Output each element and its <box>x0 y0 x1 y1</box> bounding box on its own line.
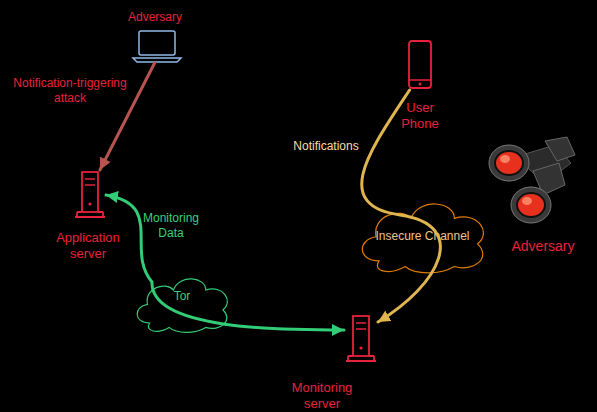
server-slot <box>356 328 366 330</box>
phone-node: User Phone <box>407 40 433 90</box>
binocular-barrel <box>511 187 551 223</box>
server-base <box>346 356 376 361</box>
binocular-lens <box>517 193 545 217</box>
server-node: Monitoring server <box>344 314 378 364</box>
server-slot <box>85 184 95 186</box>
edge-label: Monitoring Data <box>133 211 209 241</box>
node-icon <box>133 30 181 63</box>
connector <box>362 90 441 322</box>
node-icon <box>485 135 577 227</box>
laptop-screen <box>139 31 175 55</box>
node-label: Adversary <box>101 9 209 25</box>
server-slot <box>85 178 95 180</box>
server-tower <box>353 316 369 356</box>
node-icon <box>74 170 106 220</box>
server-tower <box>82 172 98 212</box>
node-label: Insecure Channel <box>350 228 495 244</box>
cloud-node: Tor <box>128 268 236 334</box>
phone-body <box>409 41 431 88</box>
binocular-lens <box>495 151 523 175</box>
laptop-base <box>133 58 181 62</box>
binocular-barrel <box>489 145 529 181</box>
node-icon <box>344 314 378 364</box>
server-base <box>75 212 105 217</box>
connector <box>106 195 344 330</box>
phone-button-line <box>409 79 431 81</box>
binocular-eyepiece <box>545 137 575 161</box>
server-led <box>88 202 91 205</box>
lens-glint <box>500 155 510 163</box>
node-label: Tor <box>128 288 236 304</box>
node-label: User Phone <box>390 100 450 132</box>
cloud-node: Insecure Channel <box>350 190 495 275</box>
node-label: Adversary <box>493 238 593 254</box>
node-label: Application server <box>43 230 133 262</box>
lens-glint <box>522 197 532 205</box>
laptop-node: Adversary <box>133 30 181 63</box>
server-node: Application server <box>74 170 106 220</box>
server-led <box>359 346 362 349</box>
binoculars-node: Adversary <box>485 135 577 227</box>
edge-label: Notifications <box>283 139 369 154</box>
tor-cloud <box>137 279 227 333</box>
edge-label: Notification-triggering attack <box>8 76 132 106</box>
phone-button <box>419 83 422 86</box>
server-slot <box>356 322 366 324</box>
node-label: Monitoring server <box>277 380 367 412</box>
node-icon <box>407 40 433 90</box>
